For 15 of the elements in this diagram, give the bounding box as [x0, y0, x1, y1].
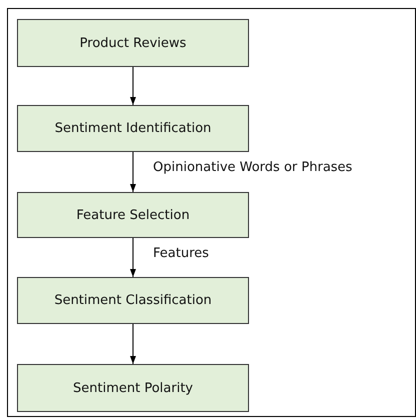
process-box — [17, 192, 249, 238]
box-label: Feature Selection — [76, 208, 190, 222]
box-label: Sentiment Identification — [54, 121, 212, 136]
arrow — [130, 152, 136, 192]
process-box — [17, 364, 249, 412]
arrow — [130, 324, 136, 364]
arrow — [130, 238, 136, 278]
process-box — [17, 277, 249, 324]
edge-label: Opinionative Words or Phrases — [153, 160, 352, 176]
box-label: Product Reviews — [80, 36, 186, 50]
arrow — [130, 66, 136, 106]
box-label: Sentiment Classification — [54, 293, 212, 308]
box-label: Sentiment Polarity — [73, 380, 193, 396]
process-box — [17, 105, 249, 152]
process-box — [17, 19, 249, 67]
